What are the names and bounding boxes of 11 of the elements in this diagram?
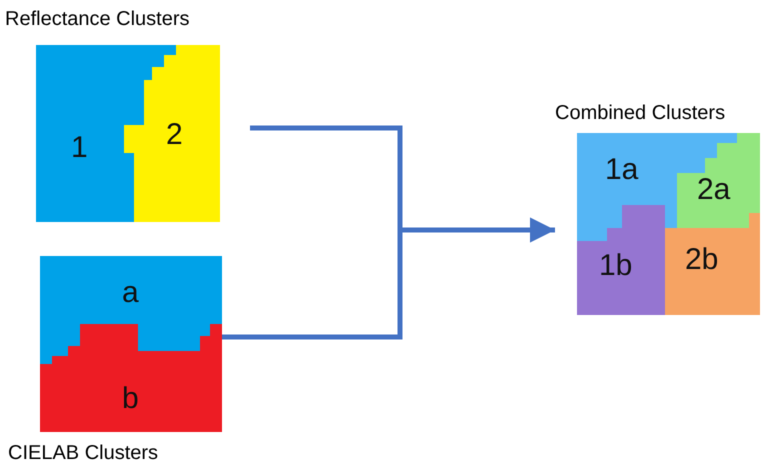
cluster-label: 1b	[599, 251, 632, 281]
cluster-label: 1	[71, 133, 88, 163]
cluster-label: 2	[166, 120, 183, 150]
cluster-label: b	[122, 384, 139, 414]
cluster-label: a	[122, 278, 139, 308]
cluster-label: 2b	[685, 245, 718, 275]
panel-title: Combined Clusters	[555, 102, 726, 125]
cluster-label: 2a	[697, 175, 730, 205]
panel-title: Reflectance Clusters	[5, 8, 190, 31]
cluster-label: 1a	[605, 155, 638, 185]
panel-title: CIELAB Clusters	[8, 442, 158, 465]
